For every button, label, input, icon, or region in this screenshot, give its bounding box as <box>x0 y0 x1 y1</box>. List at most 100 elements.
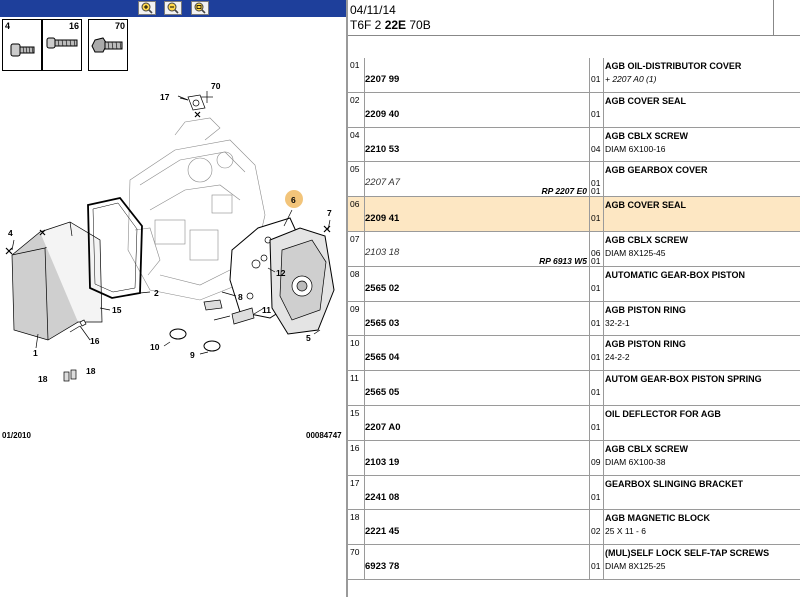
zoom-out-button[interactable] <box>164 1 182 15</box>
row-index: 70 <box>350 547 360 558</box>
callout-11[interactable]: 11 <box>262 305 271 315</box>
row-ref-cell: 2565 02 <box>364 266 590 301</box>
callout-15[interactable]: 15 <box>112 305 122 315</box>
part-description: OIL DEFLECTOR FOR AGB <box>605 408 721 419</box>
part-reference[interactable]: 2565 02 <box>365 282 400 294</box>
screw-number: 4 <box>5 21 11 31</box>
part-detail: 25 X 11 - 6 <box>605 526 646 537</box>
callout-2[interactable]: 2 <box>154 288 159 298</box>
pane-divider[interactable] <box>346 0 348 597</box>
part-description: (MUL)SELF LOCK SELF-TAP SCREWS <box>605 548 770 559</box>
row-ref-cell: 2209 41 <box>364 197 590 231</box>
header-divider <box>348 35 800 36</box>
part-reference[interactable]: 2210 53 <box>365 143 400 155</box>
qty-value: 01 <box>591 561 601 572</box>
qty-value: 06 <box>591 247 601 258</box>
callout-12[interactable]: 12 <box>276 268 286 278</box>
part-reference[interactable]: 2207 A0 <box>365 421 401 433</box>
row-index-cell: 08 <box>348 266 365 301</box>
row-index: 08 <box>350 268 360 279</box>
diagram-date: 01/2010 <box>2 431 31 440</box>
part-reference[interactable]: 2207 99 <box>365 74 400 85</box>
part-detail: + 2207 A0 (1) <box>605 74 657 84</box>
part-reference[interactable]: 2565 03 <box>365 317 400 329</box>
row-index: 17 <box>350 477 360 488</box>
zoom-fit-button[interactable] <box>191 1 209 15</box>
part-reference[interactable]: 2207 A7 <box>365 177 401 189</box>
row-ref-cell: 2207 A7 RP 2207 E0 <box>364 162 590 196</box>
row-ref-cell: 2241 08 <box>364 475 590 510</box>
qty-value: 02 <box>591 526 601 537</box>
part-description: AGB PISTON RING <box>605 339 686 350</box>
part-reference[interactable]: 2209 40 <box>365 108 400 120</box>
part-reference[interactable]: 2565 05 <box>365 387 400 399</box>
callout-4[interactable]: 4 <box>8 228 13 238</box>
callout-10[interactable]: 10 <box>150 342 160 352</box>
callout-1[interactable]: 1 <box>33 348 38 358</box>
replacement-reference: RP 2207 E0 <box>541 186 587 197</box>
screw-thumb-4[interactable]: 4 <box>2 19 42 71</box>
part-reference[interactable]: 2209 41 <box>365 213 400 225</box>
part-reference[interactable]: 2103 18 <box>365 246 400 258</box>
row-index-cell: 18 <box>348 510 365 545</box>
callout-18b[interactable]: 18 <box>86 366 96 376</box>
callout-70[interactable]: 70 <box>211 81 221 91</box>
ref-code: 22E <box>384 18 407 32</box>
screw-thumb-70[interactable]: 70 <box>88 19 128 71</box>
part-reference[interactable]: 6923 78 <box>365 561 400 573</box>
row-qty-cell: 02 <box>589 510 604 545</box>
row-index-cell: 16 <box>348 440 365 475</box>
row-ref-cell: 6923 78 <box>364 545 590 579</box>
row-qty-cell: 09 <box>589 440 604 475</box>
row-index: 06 <box>350 199 360 210</box>
callout-16[interactable]: 16 <box>90 336 100 346</box>
row-index-cell: 07 <box>348 231 365 266</box>
table-row[interactable]: 70 6923 78 01 (MUL)SELF LOCK SELF-TAP SCREW… <box>348 545 800 580</box>
exploded-diagram: 17 70 6 7 4 2 12 8 11 15 16 1 10 9 5 18 … <box>5 81 335 384</box>
callout-18a[interactable]: 18 <box>38 374 48 384</box>
part-reference[interactable]: 2103 19 <box>365 456 400 468</box>
diagram-toolbar <box>0 0 346 17</box>
callout-6[interactable]: 6 <box>291 195 296 205</box>
header-vdivider <box>773 0 774 36</box>
zoom-in-button[interactable] <box>138 1 156 15</box>
callout-highlight[interactable] <box>285 190 303 208</box>
callout-8[interactable]: 8 <box>238 292 243 302</box>
row-qty-cell: 01 <box>589 336 604 371</box>
qty-value: 01 <box>591 213 601 224</box>
screw-thumb-16[interactable]: 16 <box>42 19 82 71</box>
callout-9[interactable]: 9 <box>190 350 195 360</box>
part-reference[interactable]: 2565 04 <box>365 352 400 364</box>
callout-7[interactable]: 7 <box>327 208 332 218</box>
screw-number: 70 <box>115 21 126 31</box>
row-ref-cell: 2103 19 <box>364 440 590 475</box>
callout-5[interactable]: 5 <box>306 333 311 343</box>
row-desc-cell: AGB COVER SEAL <box>603 197 800 231</box>
part-detail: 32-2-1 <box>605 317 630 328</box>
qty-value: 01 <box>591 74 601 84</box>
part-description: AGB CBLX SCREW <box>605 234 688 245</box>
zoom-in-icon <box>141 2 153 14</box>
row-index: 15 <box>350 407 360 418</box>
part-reference[interactable]: 2221 45 <box>365 526 400 538</box>
row-qty-cell: 01 <box>589 545 604 579</box>
callout-17[interactable]: 17 <box>160 92 170 102</box>
qty-value: 01 <box>591 491 601 502</box>
part-reference[interactable]: 2241 08 <box>365 491 400 503</box>
